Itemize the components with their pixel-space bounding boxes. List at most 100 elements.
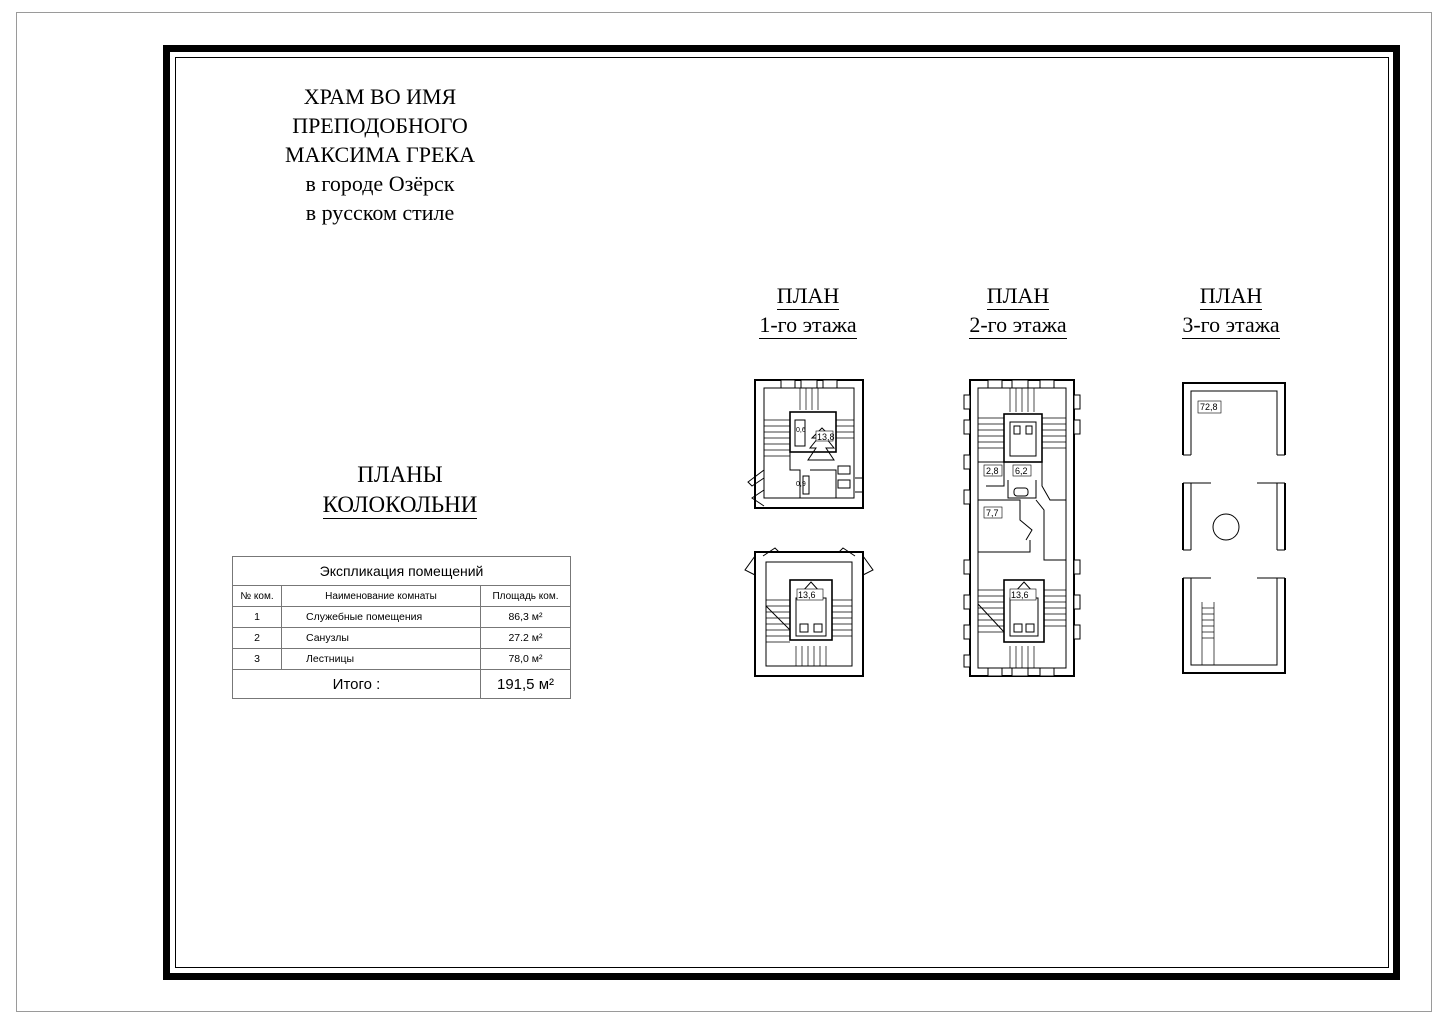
plan1b-corner-right [862, 555, 874, 576]
plan1-small-label-a: 0,6 [796, 427, 806, 434]
row-name: Служебные помещения [281, 606, 481, 628]
plan1-stair-left [764, 419, 790, 457]
plan2-fixture [1013, 425, 1021, 435]
plan1-bay [751, 489, 765, 507]
explication-total-value: 191,5 м² [480, 669, 571, 699]
plan1-fixture [837, 465, 851, 475]
section-title-line-1: ПЛАНЫ [357, 462, 443, 487]
plan1-window [780, 379, 796, 389]
project-title-line-3: МАКСИМА ГРЕКА [284, 142, 476, 167]
plan2-partition [978, 540, 1031, 553]
plan2-fixture [1013, 487, 1029, 497]
plan-heading-floor-2: ПЛАН 2-го этажа [938, 281, 1098, 339]
plan1b-inner-wall [765, 561, 853, 667]
project-title-line-5: в русском стиле [305, 200, 455, 225]
sheet-outer-border [16, 12, 1432, 1012]
plan2-window [987, 667, 1003, 677]
explication-total-label: Итого : [232, 669, 481, 699]
project-title-line-2: ПРЕПОДОБНОГО [292, 113, 468, 138]
plan1b-corner-left-top [762, 547, 780, 557]
plan2-window [1011, 379, 1029, 389]
plan2-label-box [1009, 588, 1037, 601]
plan-heading-1-line-2: 1-го этажа [759, 312, 857, 339]
plan1-fixture [802, 475, 810, 495]
plan1-small-label-b: 0,9 [796, 481, 806, 488]
plan2-diagonal [977, 603, 1005, 633]
plan2-partition [1007, 480, 1037, 499]
row-area: 86,3 м² [480, 606, 571, 628]
plan2-fixture [1025, 425, 1033, 435]
plan1-room-label-box [815, 430, 834, 442]
plan2-window [987, 379, 1003, 389]
plan2-partition [1041, 462, 1066, 501]
plan1b-outer-wall [754, 551, 864, 677]
row-area: 78,0 м² [480, 648, 571, 670]
plan3-outer-wall [1182, 382, 1286, 674]
plan3-bell-opening [1212, 513, 1240, 541]
plan2-stair-upper [978, 388, 1066, 449]
plan2-label-box [1012, 464, 1032, 477]
plan-floor-1-lower: 13,6 [744, 547, 874, 677]
plan1-stair-top [799, 388, 819, 410]
plan3-label-box [1197, 400, 1222, 414]
plan1b-stair-right [832, 599, 852, 637]
plan1b-stair-left [766, 599, 790, 643]
plan2-door [1035, 499, 1045, 530]
plan1b-fixture [813, 623, 823, 633]
plan2-side-windows [963, 394, 1081, 668]
plan1-partition [789, 452, 801, 498]
plan2-window [1039, 667, 1055, 677]
project-title-line-1: ХРАМ ВО ИМЯ [303, 84, 457, 109]
plan2-partition [1043, 530, 1066, 561]
plan1b-stair-bottom [795, 646, 827, 666]
plan1b-room-label: 13,6 [798, 590, 816, 600]
plan1-partition [810, 469, 837, 498]
plan-heading-floor-1: ПЛАН 1-го этажа [728, 281, 888, 339]
plan3-openings [1182, 454, 1286, 579]
section-title-line-2: КОЛОКОЛЬНИ [322, 492, 478, 519]
plan-heading-3-line-2: 3-го этажа [1182, 312, 1280, 339]
plan-heading-2-line-2: 2-го этажа [969, 312, 1067, 339]
table-row: 3 Лестницы 78,0 м² [232, 648, 571, 670]
plan3-inner-wall [1190, 390, 1278, 666]
sheet-frame [163, 45, 1400, 980]
plan-floor-1-upper: 13,8 0,6 0,9 [747, 379, 864, 509]
plan2-window [1011, 667, 1029, 677]
plan1b-corner-left [744, 555, 756, 576]
plan-heading-floor-3: ПЛАН 3-го этажа [1151, 281, 1311, 339]
plan-heading-2-line-1: ПЛАН [986, 283, 1050, 310]
plan-floor-3: 72,8 [1182, 382, 1286, 674]
plan2-label-box [983, 464, 1003, 477]
plan1b-diagonal [765, 605, 791, 631]
plan2-window [1039, 379, 1055, 389]
project-title-line-4: в городе Озёрск [305, 171, 455, 196]
plan2-label-box [983, 506, 1003, 519]
explication-table: Экспликация помещений № ком. Наименовани… [232, 556, 571, 699]
sheet-inner-border [175, 57, 1389, 968]
plan2-core-upper-inner [1009, 421, 1037, 457]
plan1b-room-label-box [796, 588, 824, 601]
table-row: 1 Служебные помещения 86,3 м² [232, 606, 571, 628]
plan2-fixture [1013, 623, 1023, 633]
plan1-bay [747, 469, 765, 487]
plan2-room-label-left: 2,8 [986, 466, 999, 476]
plan3-stair [1201, 602, 1215, 665]
plan2-room-label-right: 6,2 [1015, 466, 1028, 476]
plan2-partition [978, 461, 1005, 487]
plan-heading-3-line-1: ПЛАН [1199, 283, 1263, 310]
plan1-core-inner [794, 419, 806, 447]
plan2-core-lower [1003, 579, 1045, 643]
plan3-room-label: 72,8 [1200, 402, 1218, 412]
plan1b-fixture [799, 623, 809, 633]
plan2-room-label-stair: 13,6 [1011, 590, 1029, 600]
plan1-room-label: 13,8 [817, 432, 835, 442]
section-title: ПЛАНЫ КОЛОКОЛЬНИ [290, 460, 510, 520]
plan1-fixture [837, 479, 851, 489]
plan2-room-label-mid: 7,7 [986, 508, 999, 518]
plan1-window [822, 379, 838, 389]
plan1-window [800, 379, 818, 389]
explication-caption: Экспликация помещений [232, 556, 571, 586]
plan2-partition [978, 499, 1033, 541]
plan2-fixture [1025, 623, 1035, 633]
